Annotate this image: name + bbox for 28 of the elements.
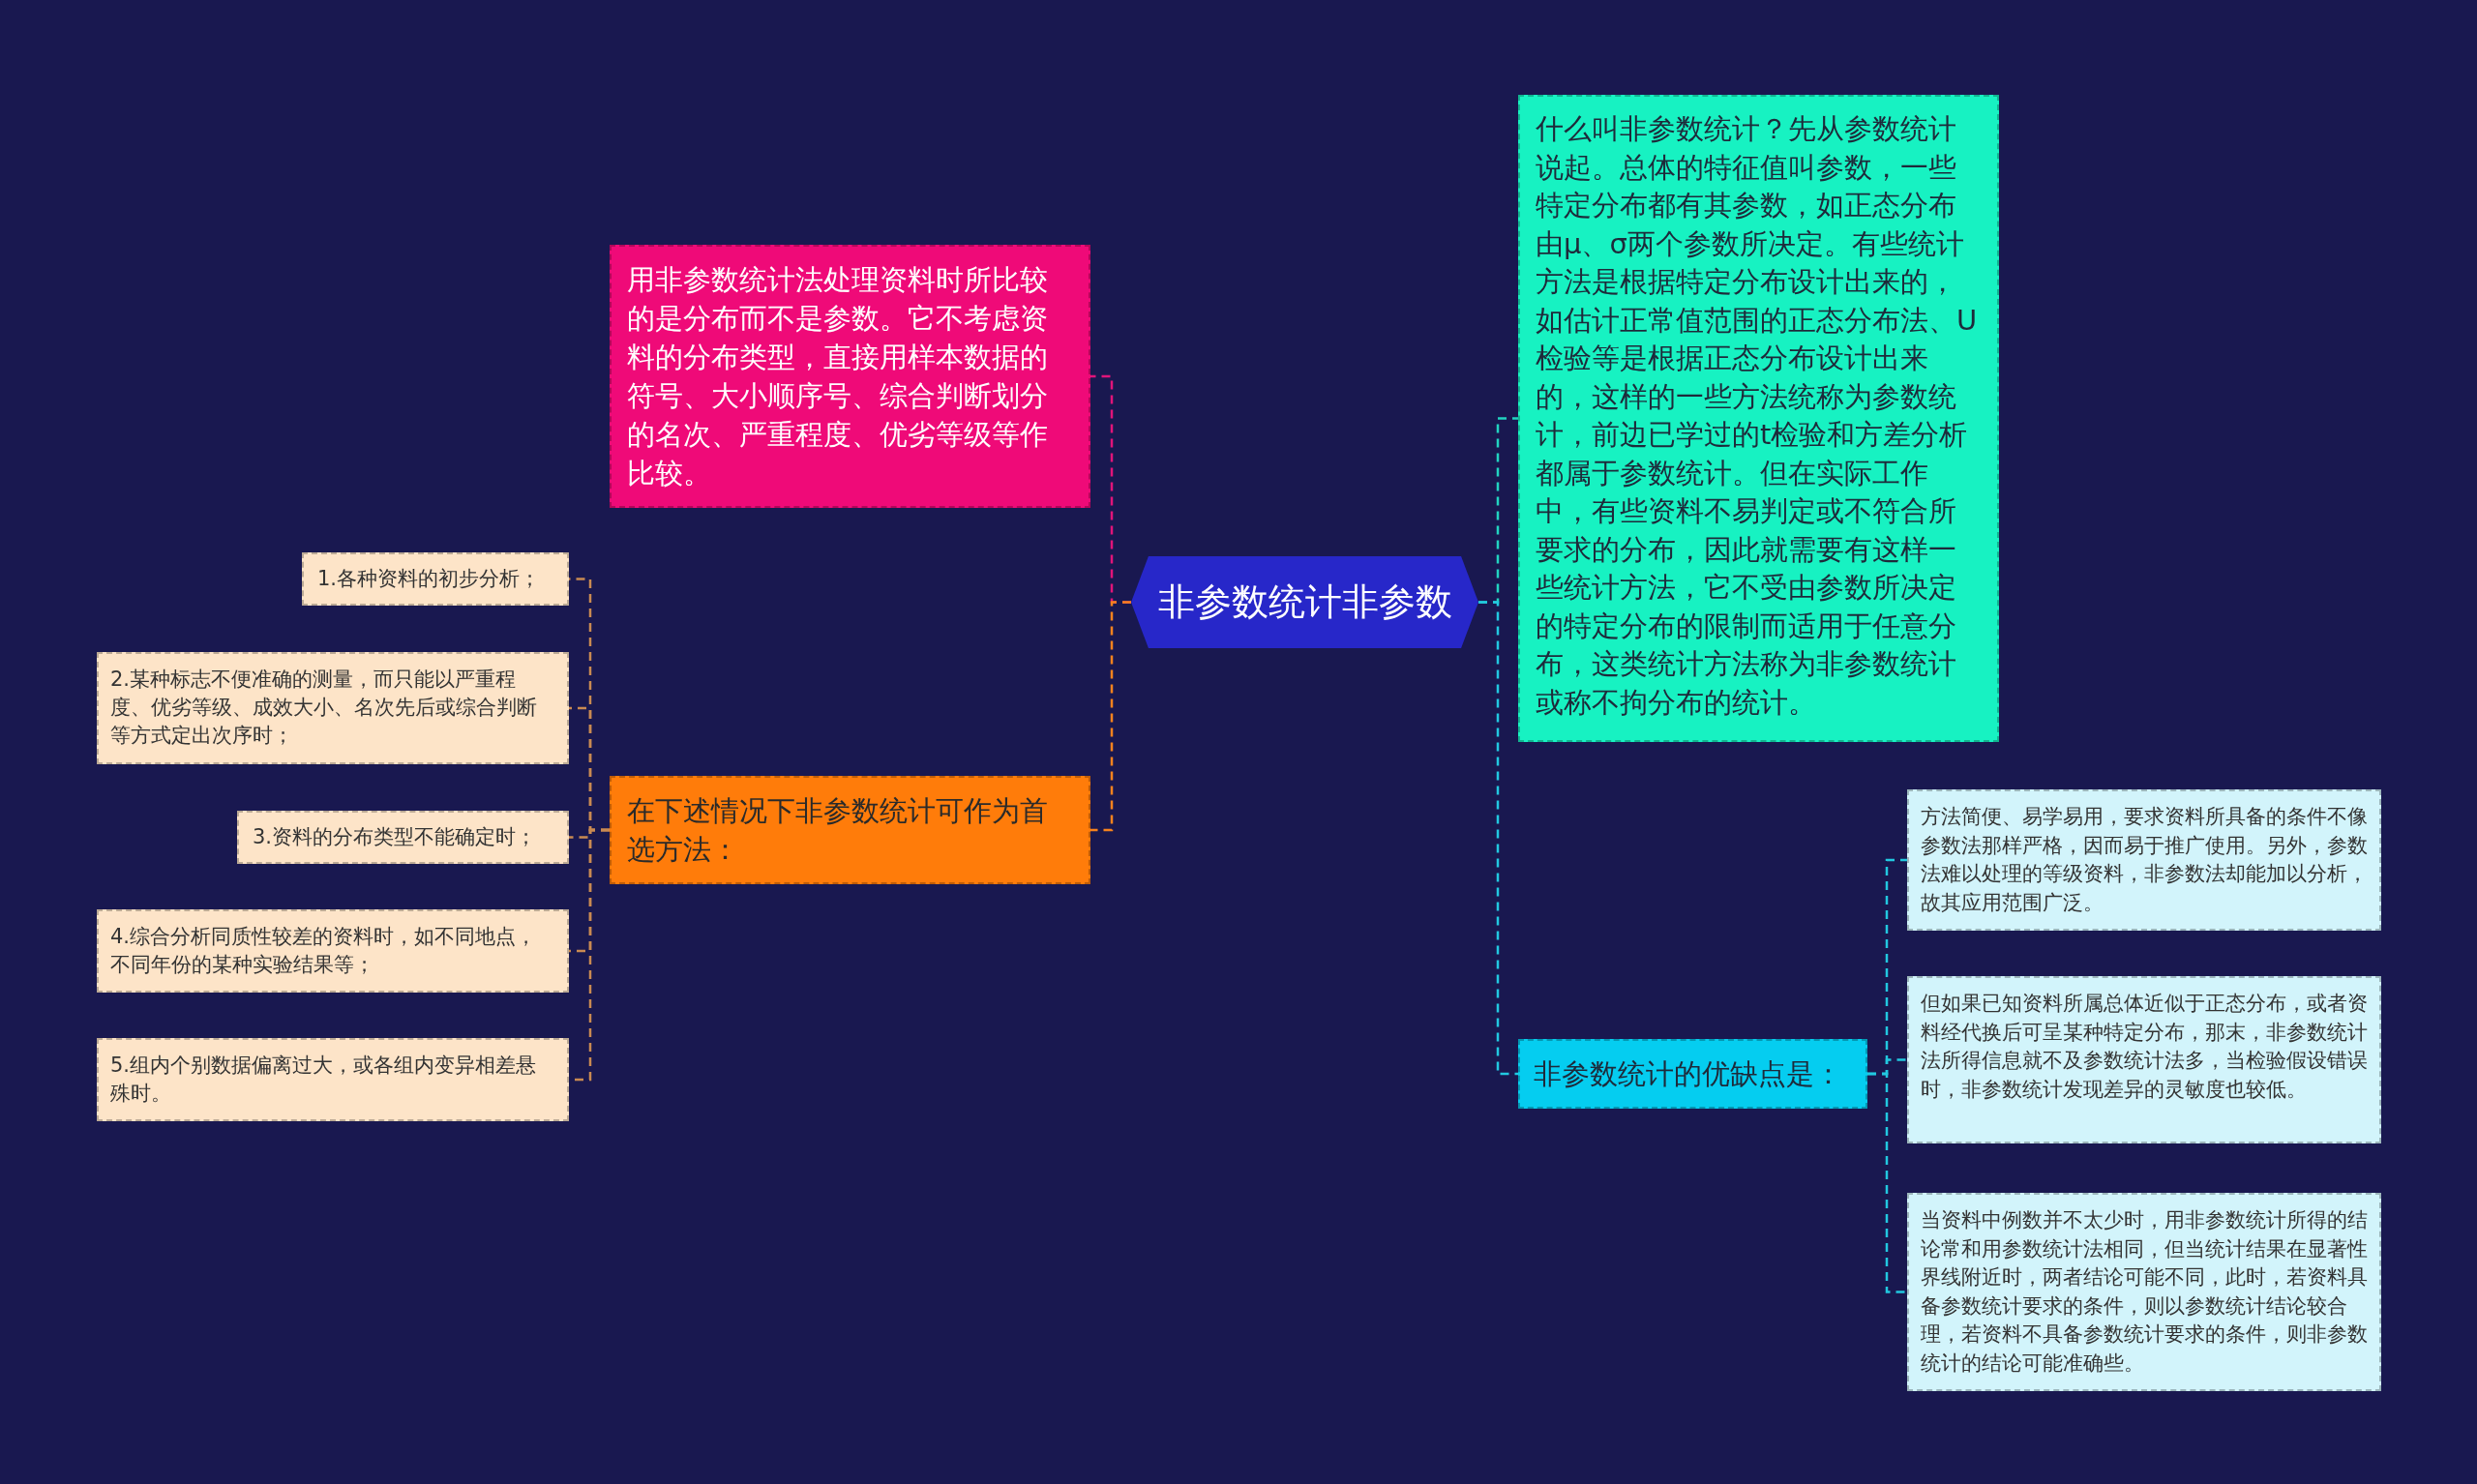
topic-card (610, 776, 1090, 884)
subtopic-card (97, 1038, 569, 1121)
node-text: 在下述情况下非参数统计可作为首选方法： (627, 793, 1049, 868)
topic-title: 非参数统计非参数 (1157, 579, 1452, 625)
node-text: 2.某种标志不便准确的测量，而只能以严重程度、优劣等级、成效大小、名次先后或综合判断等方式定出次序时； (110, 667, 538, 749)
connector-line (1090, 601, 1131, 832)
subtopic-card (1907, 789, 2381, 931)
node-text: 1.各种资料的初步分析； (317, 566, 542, 592)
node-text: 3.资料的分布类型不能确定时； (253, 824, 538, 850)
node-text: 但如果已知资料所属总体近似于正态分布，或者资料经代换后可呈某种特定分布，那末，非参数统计法所得信息就不及参数统计法多，当检验假设错误时，非参数统计发现差异的灵敏度也较低。 (1921, 991, 2368, 1103)
topic-card (610, 245, 1090, 508)
subtopic-card (1907, 1193, 2381, 1391)
node-text: 方法简便、易学易用，要求资料所具备的条件不像参数法那样严格，因而易于推广使用。另外，参数法难以处理的等级资料，非参数法却能加以分析，故其应用范围广泛。 (1921, 804, 2368, 916)
node-text: 用非参数统计法处理资料时所比较的是分布而不是参数。它不考虑资料的分布类型，直接用样本数据的符号、大小顺序号、综合判断划分的名次、严重程度、优劣等级等作比较。 (627, 262, 1049, 491)
subtopic-card (1907, 976, 2381, 1143)
topic-card (1518, 1039, 1867, 1109)
node-text: 什么叫非参数统计？先从参数统计说起。总体的特征值叫参数，一些特定分布都有其参数，如正态分布由μ、σ两个参数所决定。有些统计方法是根据特定分布设计出来的，如估计正常值范围的正态分布法、U检验等是根据正态分布设计出来的，这样的一些方法统称为参数统计，前边已学过的t检验和方差分析都属于参数统计。但在实际工作中，有些资料不易判定或不符合所要求的分布，因此就需要有这样一些统计方法，它不受由参数所决定的特定分布的限制而适用于任意分布，这类统计方法称为非参数统计或称不拘分布的统计。 (1536, 111, 1979, 721)
subtopic-card (97, 909, 569, 993)
node-text: 当资料中例数并不太少时，用非参数统计所得的结论常和用参数统计法相同，但当统计结果在显著性界线附近时，两者结论可能不同，此时，若资料具备参数统计要求的条件，则以参数统计结论较合理，若资料不具备参数统计要求的条件，则非参数统计的结论可能准确些。 (1921, 1207, 2368, 1377)
node-text: 5.组内个别数据偏离过大，或各组内变异相差悬殊时。 (110, 1053, 538, 1107)
connector-line (1478, 601, 1518, 1076)
subtopic-card (97, 652, 569, 764)
subtopic-card (302, 552, 569, 606)
connector-line (1867, 1072, 1907, 1293)
node-text: 非参数统计的优缺点是： (1534, 1056, 1843, 1092)
subtopic-card (237, 811, 569, 864)
central-topic-hexagon (1131, 556, 1478, 648)
node-text: 4.综合分析同质性较差的资料时，如不同地点，不同年份的某种实验结果等； (110, 924, 538, 978)
